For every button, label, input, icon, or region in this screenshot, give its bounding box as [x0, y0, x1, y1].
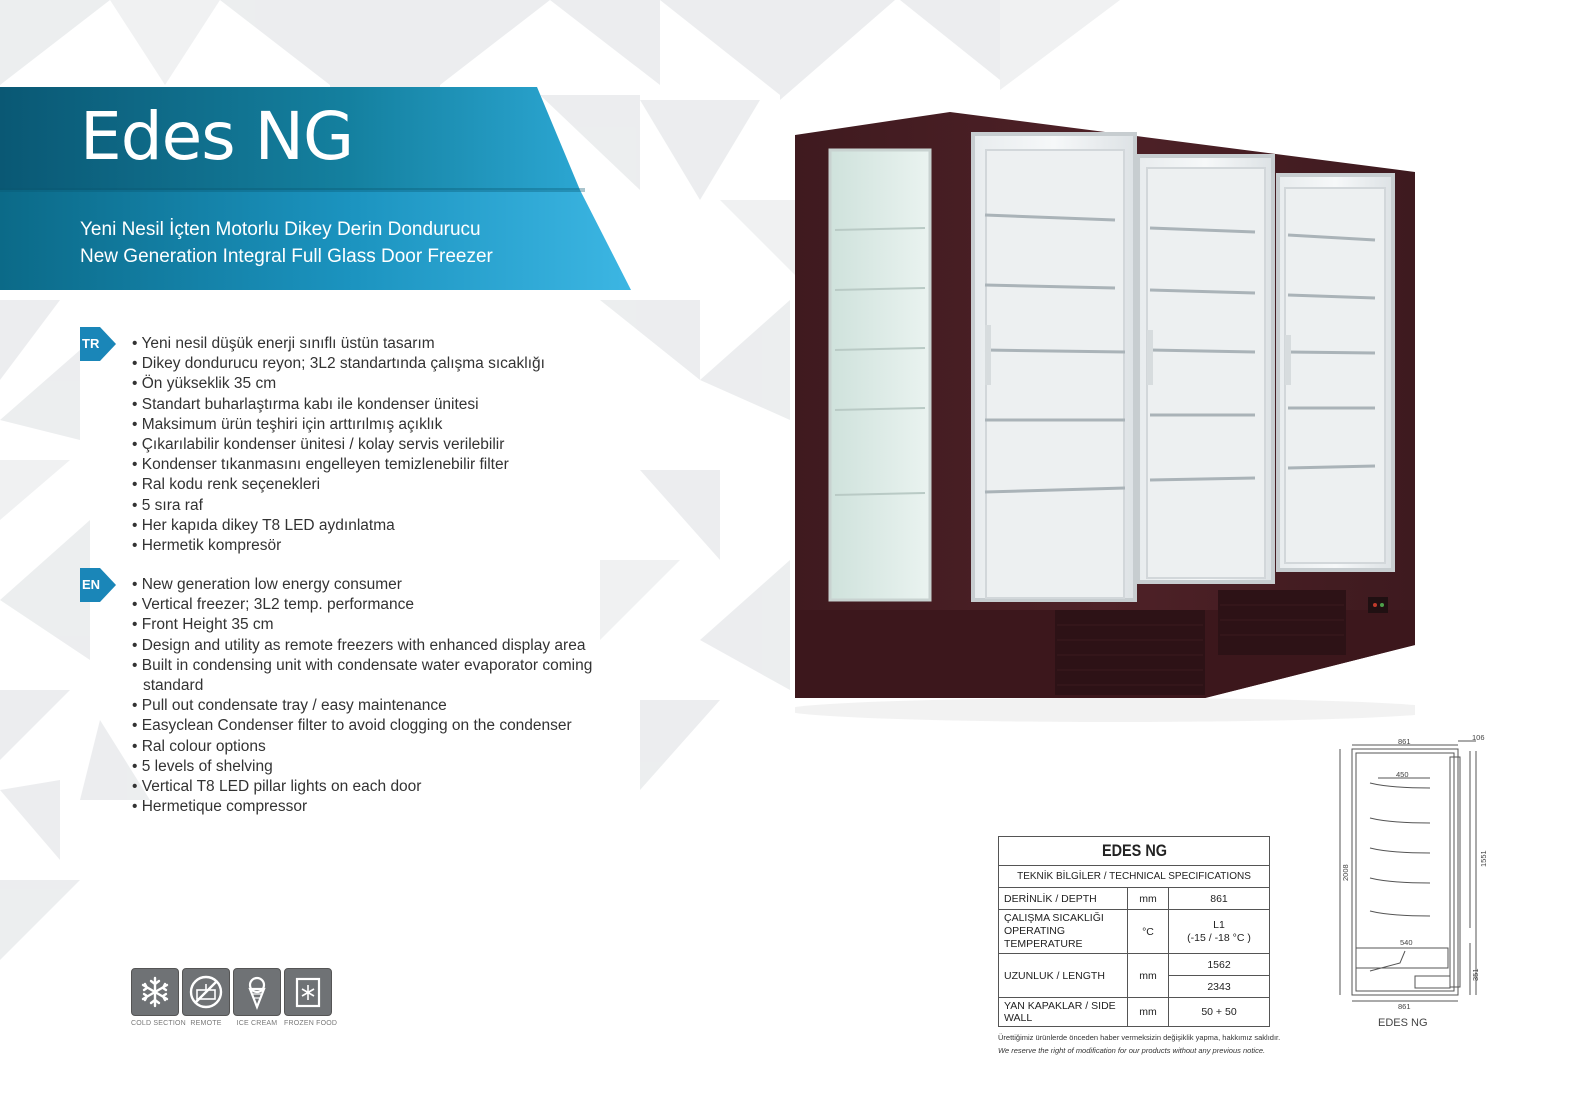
icon-label: REMOTE — [190, 1020, 222, 1027]
side-value: 50 + 50 — [1168, 997, 1270, 1027]
remote-item: REMOTE — [182, 968, 230, 1027]
length-label: UZUNLUK / LENGTH — [998, 953, 1128, 998]
feature-item: Vertical T8 LED pillar lights on each do… — [132, 777, 602, 797]
feature-item: Standart buharlaştırma kabı ile kondense… — [132, 395, 545, 415]
remote-crossed-icon — [182, 968, 230, 1016]
temp-class: L1 — [1213, 918, 1225, 931]
subtitle: Yeni Nesil İçten Motorlu Dikey Derin Don… — [80, 216, 493, 270]
technical-drawing: 861 106 450 2008 1551 540 351 861 — [1339, 733, 1488, 1011]
feature-item: New generation low energy consumer — [132, 575, 602, 595]
side-label: YAN KAPAKLAR / SIDE WALL — [998, 997, 1128, 1027]
ice-cream-item: ICE CREAM — [233, 968, 281, 1027]
spec-row-depth: DERİNLİK / DEPTH mm 861 — [998, 887, 1270, 910]
icon-label: FROZEN FOOD — [284, 1020, 338, 1027]
frozen-food-icon — [284, 968, 332, 1016]
feature-item: Design and utility as remote freezers wi… — [132, 636, 602, 656]
feature-item: Dikey dondurucu reyon; 3L2 standartında … — [132, 354, 545, 374]
length-unit: mm — [1127, 953, 1169, 998]
snowflake-icon — [131, 968, 179, 1016]
feature-item: 5 sıra raf — [132, 496, 545, 516]
spec-title: EDES NG — [1018, 836, 1250, 866]
spec-note: Ürettiğimiz ürünlerde önceden haber verm… — [998, 1031, 1281, 1057]
page-title: Edes NG — [80, 98, 354, 175]
feature-item: Easyclean Condenser filter to avoid clog… — [132, 716, 602, 736]
subtitle-tr: Yeni Nesil İçten Motorlu Dikey Derin Don… — [80, 219, 481, 240]
spec-subtitle: TEKNİK BİLGİLER / TECHNICAL SPECIFICATIO… — [998, 865, 1270, 888]
dim-top-right: 106 — [1472, 733, 1485, 742]
spec-row-length-1: UZUNLUK / LENGTH mm 1562 — [998, 953, 1270, 998]
temp-value: L1(-15 / -18 °C ) — [1168, 909, 1270, 954]
feature-item: Çıkarılabilir kondenser ünitesi / kolay … — [132, 435, 545, 455]
note-tr: Ürettiğimiz ürünlerde önceden haber verm… — [998, 1033, 1281, 1042]
note-en: We reserve the right of modification for… — [998, 1046, 1266, 1055]
depth-label: DERİNLİK / DEPTH — [998, 887, 1128, 910]
feature-item: Ön yükseklik 35 cm — [132, 374, 545, 394]
feature-item: Maksimum ürün teşhiri için arttırılmış a… — [132, 415, 545, 435]
length-value-1: 1562 — [1168, 953, 1270, 976]
side-unit: mm — [1127, 997, 1169, 1027]
depth-unit: mm — [1127, 887, 1169, 910]
diagram-label: EDES NG — [1378, 1017, 1428, 1029]
feature-list-en: New generation low energy consumerVertic… — [132, 575, 602, 817]
dim-side-lower: 351 — [1471, 968, 1480, 981]
feature-item: Hermetique compressor — [132, 797, 602, 817]
dim-side-upper: 1551 — [1479, 850, 1488, 867]
dim-inner-bottom: 540 — [1400, 938, 1413, 947]
freezer-product-image — [795, 112, 1415, 722]
feature-list-tr: Yeni nesil düşük enerji sınıflı üstün ta… — [132, 334, 545, 556]
feature-item: Vertical freezer; 3L2 temp. performance — [132, 595, 602, 615]
temp-label-en: OPERATING TEMPERATURE — [1004, 925, 1083, 950]
frozen-food-item: FROZEN FOOD — [284, 968, 338, 1027]
spec-row-side: YAN KAPAKLAR / SIDE WALL mm 50 + 50 — [998, 997, 1270, 1027]
length-value-2: 2343 — [1168, 975, 1270, 998]
ice-cream-icon — [233, 968, 281, 1016]
subtitle-en: New Generation Integral Full Glass Door … — [80, 246, 493, 267]
dim-top-width: 861 — [1398, 737, 1411, 746]
icon-label: ICE CREAM — [236, 1020, 278, 1027]
feature-item: Hermetik kompresör — [132, 536, 545, 556]
title-banner — [0, 87, 631, 290]
temp-label-tr: ÇALIŞMA SICAKLIĞI — [1004, 912, 1104, 924]
feature-item: Built in condensing unit with condensate… — [132, 656, 602, 696]
temp-unit: °C — [1127, 909, 1169, 954]
dim-height: 2008 — [1341, 864, 1350, 881]
spec-table-block: EDES NG TEKNİK BİLGİLER / TECHNICAL SPEC… — [998, 836, 1281, 1057]
en-badge: EN — [80, 568, 116, 602]
spec-table: EDES NG TEKNİK BİLGİLER / TECHNICAL SPEC… — [998, 836, 1270, 1027]
cold-section-item: COLD SECTION — [131, 968, 186, 1027]
feature-item: Front Height 35 cm — [132, 615, 602, 635]
feature-item: Ral kodu renk seçenekleri — [132, 475, 545, 495]
feature-item: Yeni nesil düşük enerji sınıflı üstün ta… — [132, 334, 545, 354]
feature-item: Ral colour options — [132, 737, 602, 757]
dim-bottom-width: 861 — [1398, 1002, 1411, 1011]
feature-item: 5 levels of shelving — [132, 757, 602, 777]
icon-label: COLD SECTION — [131, 1020, 186, 1027]
tr-badge: TR — [80, 327, 116, 361]
feature-item: Kondenser tıkanmasını engelleyen temizle… — [132, 455, 545, 475]
depth-value: 861 — [1168, 887, 1270, 910]
feature-item: Pull out condensate tray / easy maintena… — [132, 696, 602, 716]
dim-inner-top: 450 — [1396, 770, 1409, 779]
feature-item: Her kapıda dikey T8 LED aydınlatma — [132, 516, 545, 536]
temp-range: (-15 / -18 °C ) — [1187, 931, 1251, 944]
